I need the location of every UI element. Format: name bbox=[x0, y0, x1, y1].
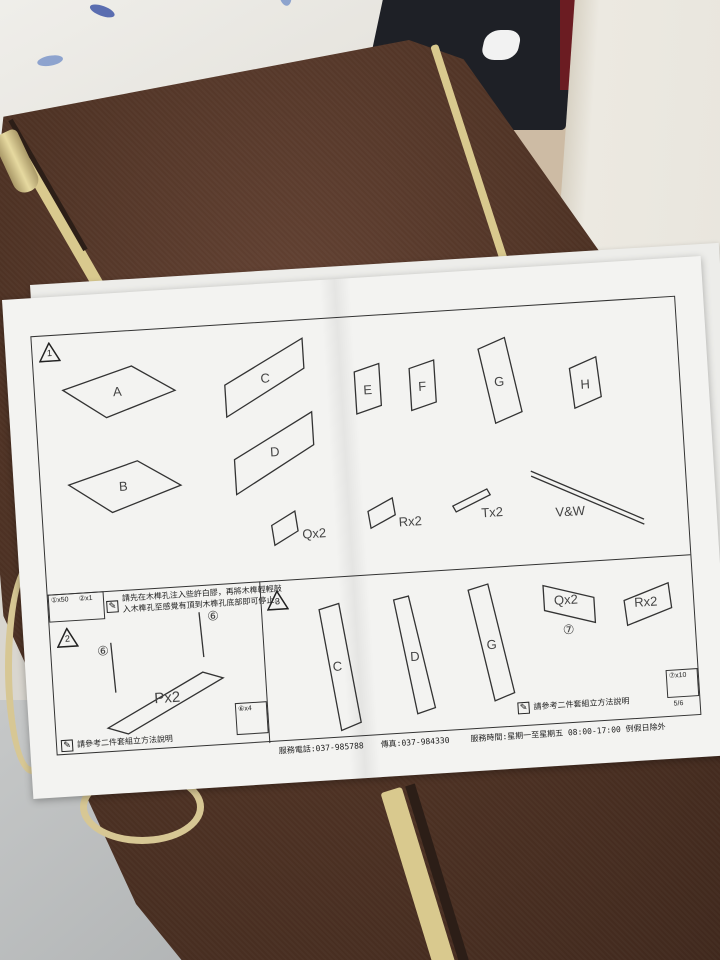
hardware-code: ①x50 bbox=[50, 596, 69, 605]
fish-print-icon bbox=[36, 53, 64, 68]
step-2-badge: 2 bbox=[56, 627, 80, 649]
part-label-b: B bbox=[118, 478, 129, 495]
bag-handle-rope bbox=[80, 770, 204, 844]
part-label-d: D bbox=[269, 443, 280, 460]
fastener-callout-7: ⑦ bbox=[562, 621, 575, 638]
warning-triangle-icon bbox=[56, 627, 80, 649]
hardware-legend-step2: ⑥x4 bbox=[234, 701, 269, 736]
assembly-diagram bbox=[61, 336, 673, 735]
fish-print-icon bbox=[88, 1, 117, 21]
panel-label-q: Qx2 bbox=[553, 591, 579, 608]
hardware-code: ⑥x4 bbox=[237, 705, 253, 713]
part-label-f: F bbox=[417, 378, 427, 395]
hardware-code: ⑦x10 bbox=[668, 671, 687, 680]
part-label-a: A bbox=[112, 383, 123, 400]
pencil-note-icon: ✎ bbox=[517, 701, 531, 715]
part-label-g: G bbox=[493, 373, 505, 390]
fish-print-icon bbox=[277, 0, 294, 7]
hardware-legend-step3: ⑦x10 bbox=[665, 668, 700, 699]
part-label-t: Tx2 bbox=[480, 503, 504, 521]
panel-label-c: C bbox=[332, 658, 343, 674]
part-label-e: E bbox=[362, 381, 373, 398]
step-3-badge: 3 bbox=[266, 589, 290, 611]
part-label-q: Qx2 bbox=[301, 525, 327, 542]
page-indicator: 5/6 bbox=[673, 700, 684, 708]
cloth bbox=[480, 30, 523, 60]
fastener-callout-6: ⑥ bbox=[96, 642, 110, 659]
part-label-p: Px2 bbox=[153, 688, 181, 708]
panel-label-d: D bbox=[409, 648, 421, 665]
step-number: 1 bbox=[46, 347, 53, 359]
panel-label-g: G bbox=[486, 636, 498, 653]
pencil-note-icon: ✎ bbox=[60, 739, 74, 753]
instruction-sheet: 1 2 3 A B C D E F G H Qx2 Rx2 Tx2 V&W bbox=[2, 256, 720, 800]
fax-number: 傳真:037-984330 bbox=[380, 735, 450, 750]
warning-triangle-icon bbox=[38, 341, 62, 363]
panel-label-r: Rx2 bbox=[633, 593, 658, 610]
part-label-h: H bbox=[579, 376, 591, 392]
part-label-r: Rx2 bbox=[398, 513, 423, 530]
hardware-legend-step1: ①x50 ②x1 bbox=[47, 591, 106, 623]
instruction-frame: 1 2 3 A B C D E F G H Qx2 Rx2 Tx2 V&W bbox=[30, 295, 702, 756]
step-1-badge: 1 bbox=[38, 341, 62, 363]
step-number: 2 bbox=[64, 633, 71, 644]
part-label-c: C bbox=[259, 370, 271, 386]
pencil-note-icon: ✎ bbox=[106, 600, 119, 614]
fastener-callout-6: ⑥ bbox=[206, 608, 220, 624]
warning-triangle-icon bbox=[266, 589, 290, 611]
hardware-code: ②x1 bbox=[78, 594, 93, 603]
part-label-vw: V&W bbox=[554, 502, 586, 520]
